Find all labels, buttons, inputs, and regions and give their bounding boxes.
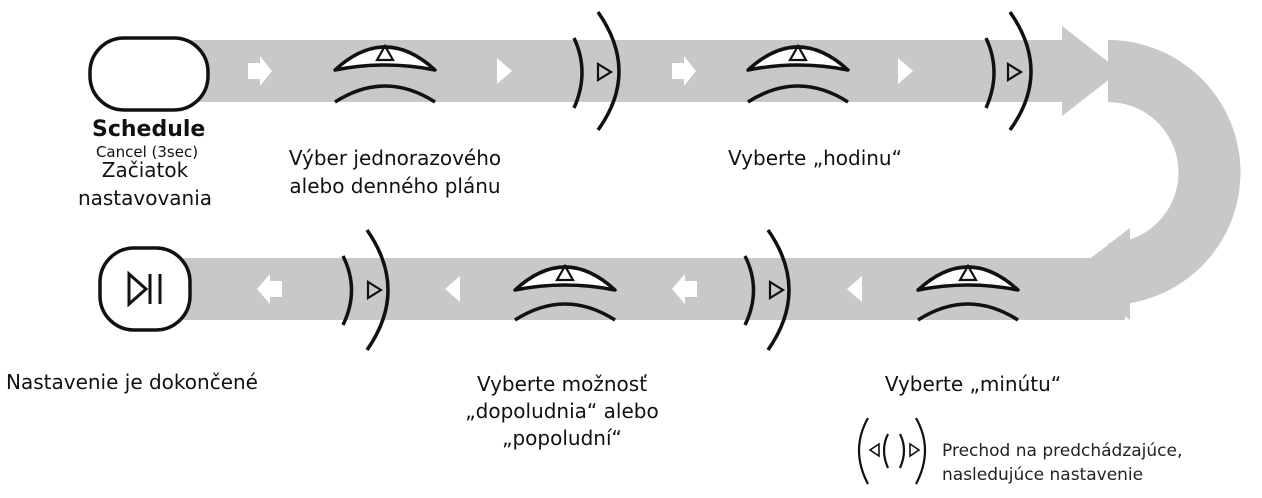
up-triangle-icon[interactable]	[513, 263, 617, 322]
step4-line1: Vyberte možnosť	[476, 372, 648, 396]
direction-arrow-icon	[257, 274, 282, 304]
direction-arrow-icon	[497, 58, 512, 84]
right-dial-icon[interactable]	[743, 228, 791, 352]
step2-label: Vyberte „hodinu“	[728, 146, 902, 170]
play-pause-icon[interactable]	[98, 246, 192, 332]
step1-line2: alebo denného plánu	[289, 174, 501, 198]
legend-line1: Prechod na predchádzajúce,	[942, 441, 1183, 461]
schedule-button-icon[interactable]	[88, 36, 210, 112]
direction-arrow-icon	[248, 56, 272, 86]
right-dial-icon	[898, 417, 926, 485]
right-dial-icon[interactable]	[984, 10, 1033, 132]
direction-arrow-icon	[445, 276, 460, 302]
u-turn-track	[1108, 40, 1241, 305]
step1-line1: Výber jednorazového	[288, 146, 502, 170]
step4-line3: „popoludní“	[502, 426, 622, 450]
left-dial-icon	[858, 417, 890, 485]
up-triangle-icon[interactable]	[916, 263, 1020, 322]
top-track-arrowhead	[1062, 26, 1120, 116]
legend-line2: nasledujúce nastavenie	[942, 465, 1144, 485]
up-triangle-icon[interactable]	[333, 43, 437, 104]
direction-arrow-icon	[898, 58, 913, 84]
step4-line2: „dopoludnia“ alebo	[465, 399, 659, 423]
start-caption-line2: nastavovania	[77, 186, 213, 210]
right-dial-icon[interactable]	[572, 10, 621, 132]
up-triangle-icon[interactable]	[746, 43, 850, 104]
schedule-label: Schedule	[92, 117, 206, 142]
start-caption-line1: Začiatok	[101, 158, 189, 182]
direction-arrow-icon	[847, 276, 862, 302]
direction-arrow-icon	[672, 56, 696, 86]
step3-label: Vyberte „minútu“	[884, 372, 1062, 396]
direction-arrow-icon	[672, 274, 697, 304]
right-dial-icon[interactable]	[341, 228, 390, 352]
end-caption: Nastavenie je dokončené	[6, 370, 258, 394]
cancel-label: Cancel (3sec)	[95, 143, 199, 161]
